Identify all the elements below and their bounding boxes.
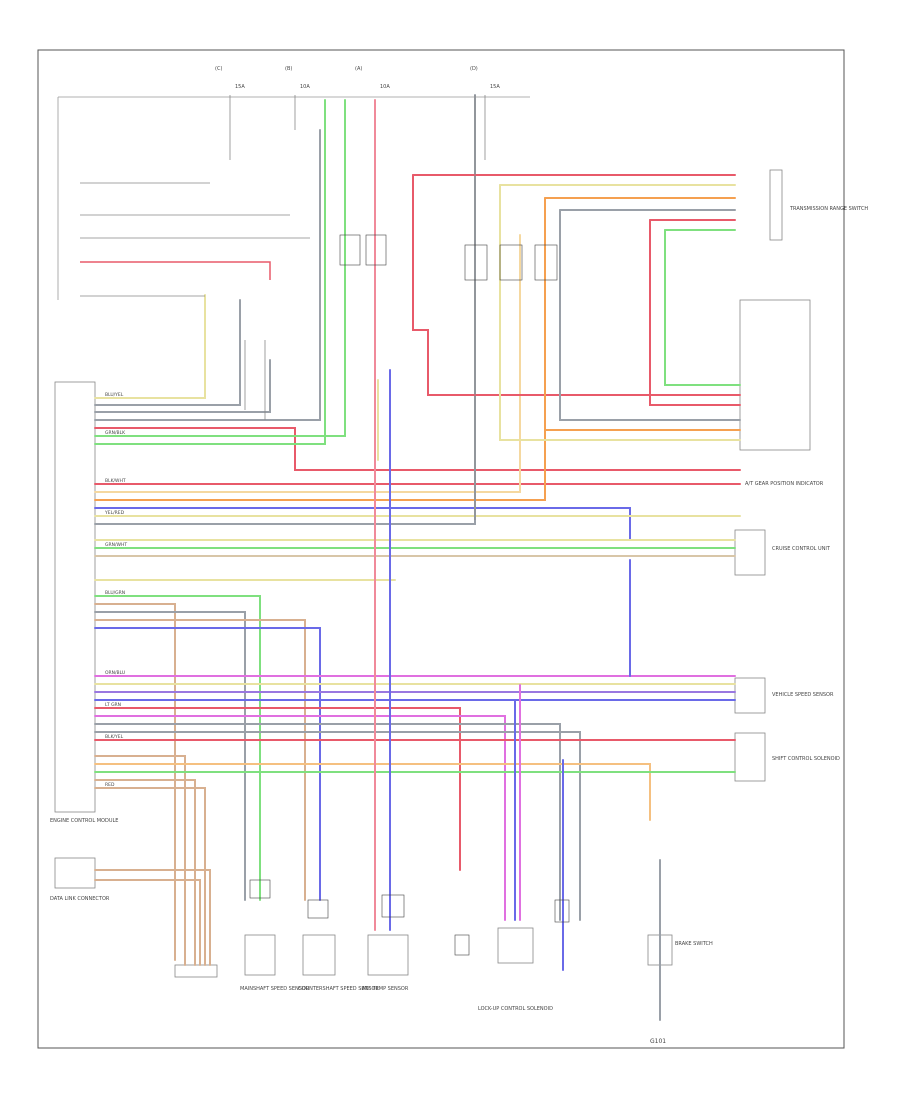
atf-temp-box xyxy=(367,934,409,976)
fuse-label-1: (C) xyxy=(215,66,222,72)
mainshaft-label: MAINSHAFT SPEED SENSOR xyxy=(240,986,310,992)
dlc-connector xyxy=(174,964,218,978)
vss-label: VEHICLE SPEED SENSOR xyxy=(772,692,834,698)
ground-label: G101 xyxy=(650,1038,666,1045)
wire-blue-1 xyxy=(94,507,631,541)
wire-orange-2 xyxy=(94,763,651,821)
countershaft-box xyxy=(302,934,336,976)
wire-red-down2 xyxy=(649,219,741,406)
wire-yellow-down xyxy=(499,184,741,441)
brake-switch-label: BRAKE SWITCH xyxy=(675,941,713,947)
wire-label-4: YEL/RED xyxy=(104,510,125,516)
wire-tan-dlc xyxy=(94,869,211,966)
wire-label-8: LT GRN xyxy=(105,702,121,708)
wire-gray-2 xyxy=(94,359,271,413)
wire-green-down xyxy=(664,229,741,386)
fuse-label-3: (A) xyxy=(355,66,362,72)
wire-label-3: BLK/WHT xyxy=(105,478,126,484)
wire-red-3 xyxy=(94,707,461,871)
atf-temp-label: ATF TEMP SENSOR xyxy=(362,986,409,992)
countershaft-label: COUNTERSHAFT SPEED SENSOR xyxy=(298,986,379,992)
wire-gray-5 xyxy=(94,611,246,901)
wire-label-5: GRN/WHT xyxy=(105,542,127,548)
solenoid-label: SHIFT CONTROL SOLENOID xyxy=(772,756,840,762)
wire-tan-2 xyxy=(94,603,176,961)
wire-tan-4 xyxy=(94,755,186,966)
ecm-label: ENGINE CONTROL MODULE xyxy=(50,818,118,824)
wire-orange-down xyxy=(544,197,741,431)
wire-green-1 xyxy=(94,99,346,437)
trans-range-box xyxy=(769,169,783,241)
wire-red-loop xyxy=(412,174,741,396)
fuse-label-4: (D) xyxy=(470,66,478,72)
mainshaft-box xyxy=(244,934,276,976)
wire-tan-dlc2 xyxy=(94,879,201,966)
wire-label-10: RED xyxy=(105,782,115,788)
wire-gray-7 xyxy=(94,731,581,921)
wire-gray-3 xyxy=(94,129,321,421)
wire-code-labels: BLU/YEL GRN/BLK BLK/WHT YEL/RED GRN/WHT … xyxy=(104,392,127,788)
connector-marks xyxy=(249,234,570,956)
gear-indicator-label: A/T GEAR POSITION INDICATOR xyxy=(745,481,824,487)
dlc-box xyxy=(54,857,96,889)
wire-magenta-2 xyxy=(94,715,506,921)
lockup-box xyxy=(497,927,534,964)
lockup-label: LOCK-UP CONTROL SOLENOID xyxy=(478,1006,553,1012)
fuse-rating-2: 10A xyxy=(300,84,310,90)
wire-label-2: GRN/BLK xyxy=(105,430,126,436)
wire-group xyxy=(94,94,741,1021)
wire-blue-2 xyxy=(94,627,321,901)
cruise-label: CRUISE CONTROL UNIT xyxy=(772,546,831,552)
wire-gray-down xyxy=(559,209,741,421)
wire-tan-5 xyxy=(94,779,196,966)
vss-box xyxy=(734,677,766,714)
wire-green-2 xyxy=(94,99,326,445)
wire-tan-3 xyxy=(94,619,306,901)
wire-lt-yellow-1 xyxy=(94,294,206,399)
trans-range-label: TRANSMISSION RANGE SWITCH xyxy=(789,206,868,212)
wire-label-6: BLU/GRN xyxy=(105,590,125,596)
wire-tan-6 xyxy=(94,787,206,966)
solenoid-box xyxy=(734,732,766,782)
cruise-box xyxy=(734,529,766,576)
thin-wires xyxy=(80,95,486,520)
wire-gray-1 xyxy=(94,299,241,406)
wire-gray-4 xyxy=(94,94,476,525)
wire-green-4 xyxy=(94,595,261,901)
ecm-box xyxy=(54,381,96,813)
wire-label-7: ORN/BLU xyxy=(105,670,125,676)
dlc-label: DATA LINK CONNECTOR xyxy=(50,896,110,902)
gear-indicator-box xyxy=(739,299,811,451)
wire-gray-6 xyxy=(94,723,561,921)
top-fuse-labels: (C) (B) (A) (D) 15A 10A 10A 15A xyxy=(215,66,500,90)
diagram-frame xyxy=(37,49,845,1049)
wire-red-1 xyxy=(94,427,741,471)
fuse-rating-3: 10A xyxy=(380,84,390,90)
fuse-label-2: (B) xyxy=(285,66,292,72)
fuse-rating-1: 15A xyxy=(235,84,245,90)
wire-label-9: BLK/YEL xyxy=(105,734,124,740)
wire-peach-1 xyxy=(94,234,521,493)
wire-label-1: BLU/YEL xyxy=(105,392,124,398)
fuse-rating-4: 15A xyxy=(490,84,500,90)
